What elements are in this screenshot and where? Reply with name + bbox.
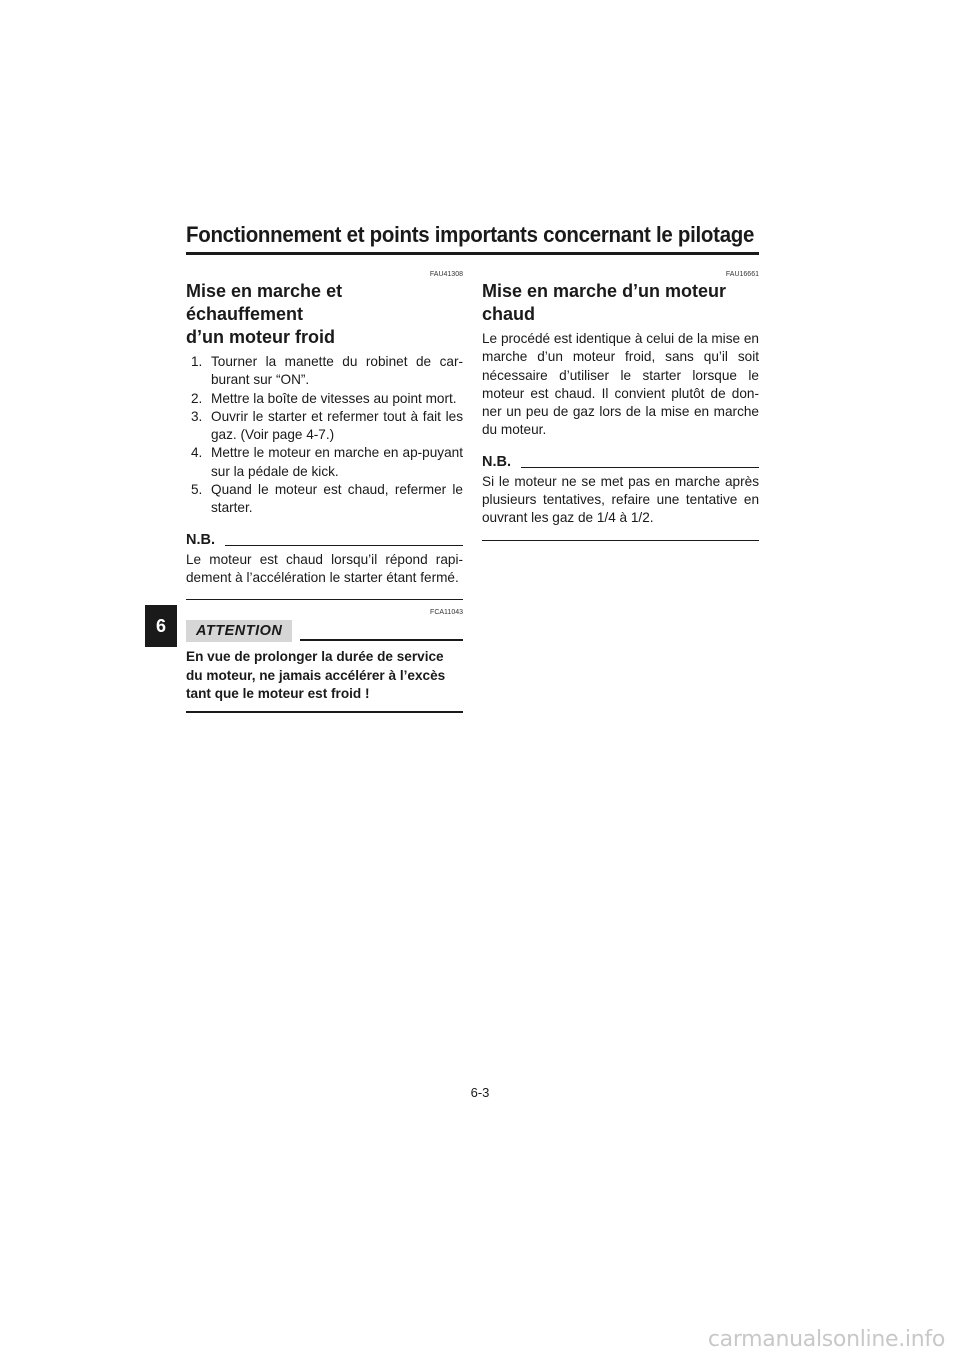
nb-header: N.B. [482,454,759,470]
section-body: Le procédé est identique à celui de la m… [482,331,759,438]
section-title-line1: Mise en marche d’un moteur [482,281,727,301]
nb-rule [521,466,759,468]
nb-header: N.B. [186,532,463,548]
attention-end-rule [186,711,463,714]
step-text: Ouvrir le starter et refermer tout à fai… [211,408,463,443]
list-item: 1. Tourner la manette du robinet de car-… [191,353,463,390]
nb-text: Si le moteur ne se met pas en marche apr… [482,473,759,526]
nb-text: Le moteur est chaud lorsqu’il répond rap… [186,551,463,585]
step-number: 4. [191,445,203,461]
left-column: FAU41308 Mise en marche et échauffement … [186,270,463,714]
attention-code: FCA11043 [430,609,463,617]
section-title-cold-start: Mise en marche et échauffement d’un mote… [186,280,463,349]
attention-text: En vue de prolonger la durée de service … [186,649,446,701]
nb-label: N.B. [186,531,215,548]
step-text: Quand le moteur est chaud, refermer le s… [211,482,463,516]
attention-rule [300,639,463,642]
step-number: 1. [191,354,203,369]
list-item: 3. Ouvrir le starter et refermer tout à … [191,408,463,445]
nb-end-rule [186,599,463,601]
nb-label: N.B. [482,453,511,470]
list-item: 2. Mettre la boîte de vitesses au point … [191,390,463,408]
nb-rule [225,544,463,546]
attention-badge: ATTENTION [186,620,293,643]
right-column: FAU16661 Mise en marche d’un moteur chau… [482,270,759,541]
step-text: Mettre la boîte de vitesses au point mor… [211,390,457,406]
step-text: Mettre le moteur en marche en ap-puyant … [211,445,463,479]
list-item: 5. Quand le moteur est chaud, refermer l… [191,481,463,518]
page-header-title: Fonctionnement et points importants conc… [186,222,755,247]
step-number: 3. [191,408,203,424]
attention-header: ATTENTION [186,620,463,643]
section-code: FAU41308 [429,271,463,278]
section-title-line2: chaud [482,304,536,324]
list-item: 4. Mettre le moteur en marche en ap-puya… [191,444,463,481]
watermark: carmanualsonline.info [707,1327,945,1352]
section-title-line2: d’un moteur froid [186,327,335,347]
step-number: 2. [191,390,203,406]
section-title-line1: Mise en marche et échauffement [186,281,343,324]
page-number: 6-3 [470,1085,490,1100]
section-title-warm-start: Mise en marche d’un moteur chaud [482,280,759,326]
header-rule [186,252,759,255]
step-text: Tourner la manette du robinet de car-bur… [211,354,463,388]
chapter-tab: 6 [145,605,177,647]
section-code: FAU16661 [725,271,759,278]
nb-end-rule [482,539,759,541]
steps-list: 1. Tourner la manette du robinet de car-… [186,353,463,518]
step-number: 5. [191,482,203,498]
